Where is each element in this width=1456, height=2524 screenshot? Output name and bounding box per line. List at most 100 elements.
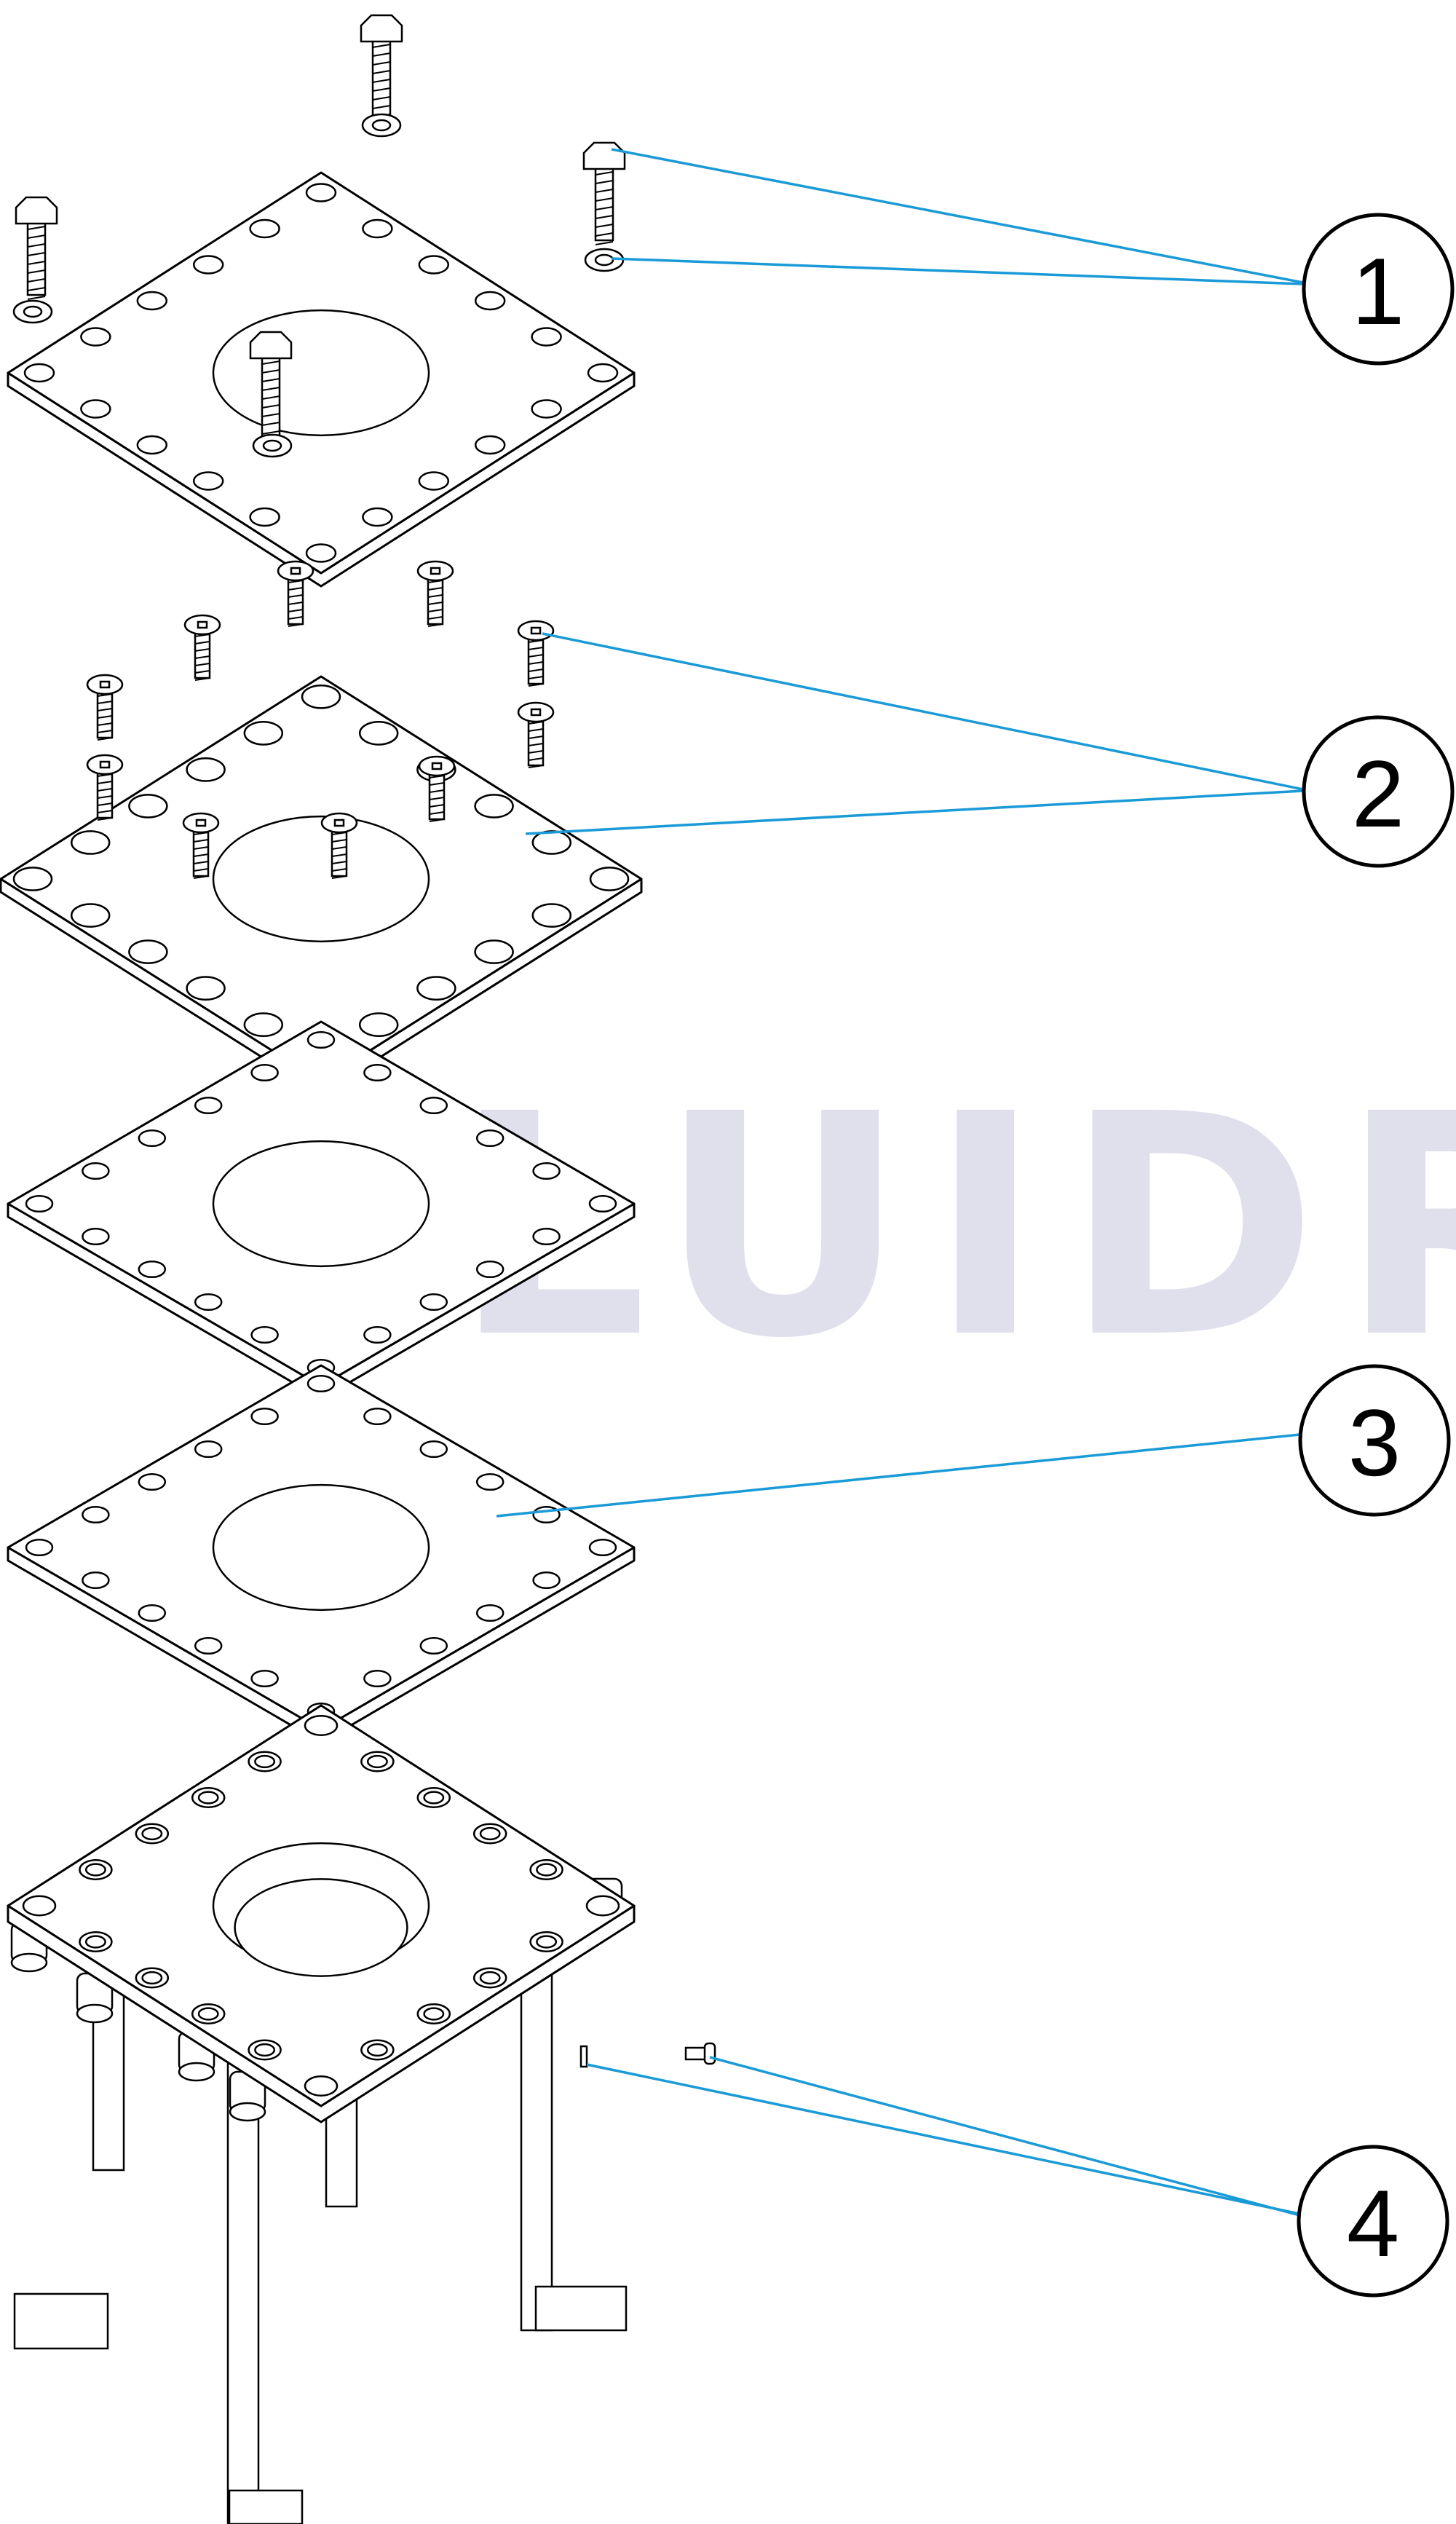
bolt-thread	[372, 96, 391, 100]
bolt-hole	[358, 720, 399, 746]
bolt-thread	[372, 79, 391, 83]
screw-thread	[97, 737, 113, 741]
bolt-hole	[138, 1129, 167, 1148]
bolt-thread	[595, 206, 614, 210]
corner-hole	[589, 867, 630, 891]
screw-thread	[429, 782, 445, 786]
screw-thread	[331, 839, 347, 843]
screw-socket	[430, 567, 441, 575]
bolt-shank	[26, 221, 47, 296]
screw-thread	[97, 701, 113, 704]
bolt-hole	[186, 976, 226, 1001]
screw-thread	[429, 811, 445, 815]
bolt-hole	[250, 1063, 279, 1082]
screw-thread	[97, 788, 113, 792]
corner-hole	[306, 1030, 336, 1049]
leg-stub-end	[10, 1952, 48, 1973]
bolt-hole	[250, 1407, 279, 1426]
callout-1: 1	[1302, 213, 1455, 366]
screw-thread	[194, 655, 210, 659]
bolt-hole	[418, 255, 450, 275]
bolt-hole	[250, 1669, 279, 1688]
bolt-hole	[249, 507, 280, 527]
bolt-hole	[475, 1604, 505, 1622]
bolt-thread	[27, 252, 46, 256]
bolt-hole	[136, 435, 168, 455]
inner-bore	[234, 1878, 408, 1977]
bolt-hole	[363, 1325, 392, 1344]
bolt-hole	[419, 1096, 448, 1115]
screw-socket	[99, 680, 111, 689]
screw-thread	[429, 789, 445, 793]
bolt-hole	[419, 1440, 448, 1459]
bolt-hole	[531, 399, 562, 419]
bolt-thread	[27, 287, 46, 291]
screw-thread	[288, 587, 304, 591]
bolt-hole	[138, 1260, 167, 1279]
leader-4a	[586, 2063, 1300, 2215]
thread-ring	[366, 2043, 388, 2057]
bolt-thread	[27, 226, 46, 230]
bolt-hole	[475, 1260, 505, 1279]
screw-socket	[290, 567, 301, 575]
corner-hole	[587, 363, 619, 383]
bolt-thread	[261, 413, 280, 417]
corner-hole	[306, 1374, 336, 1393]
thread-ring	[423, 1791, 445, 1805]
bolt-hole	[194, 1096, 223, 1115]
bolt-hole	[363, 1669, 392, 1688]
bolt-hole	[531, 903, 572, 928]
screw-socket	[99, 760, 111, 769]
thread-ring	[479, 1971, 501, 1985]
bolt-hole	[532, 1571, 561, 1590]
corner-hole	[304, 1715, 339, 1736]
bolt-hole	[194, 1440, 223, 1459]
bolt-hole	[362, 507, 393, 527]
corner-hole	[588, 1538, 617, 1557]
screw-thread	[528, 661, 544, 665]
bolt-thread	[372, 87, 391, 92]
bolt-hole	[82, 1505, 110, 1524]
screw-thread	[528, 654, 544, 658]
center-bore	[212, 1140, 430, 1268]
screw-thread	[193, 839, 209, 843]
screw-thread	[528, 647, 544, 650]
thread-ring	[479, 1826, 501, 1841]
screw-thread	[528, 757, 544, 761]
thread-ring	[254, 2043, 276, 2057]
callout-4-label: 4	[1347, 2170, 1399, 2276]
bolt-thread	[261, 404, 280, 409]
screw-socket	[431, 762, 443, 770]
bolt-hole	[363, 1063, 392, 1082]
screw-thread	[528, 765, 544, 768]
bolt-hole	[250, 1325, 279, 1344]
center-bore	[212, 1483, 430, 1612]
screw-thread	[427, 609, 443, 612]
screw-thread	[193, 861, 209, 864]
bolt-hole	[80, 399, 111, 419]
callout-4: 4	[1297, 2145, 1449, 2298]
small-screw-parts	[579, 2042, 716, 2068]
thread-ring	[84, 1935, 106, 1949]
thread-ring	[141, 1826, 163, 1841]
bolt-hole	[419, 1293, 448, 1312]
screw-thread	[288, 616, 304, 620]
leg-rod	[520, 1957, 553, 2332]
screw-socket	[197, 620, 208, 629]
bolt-thread	[372, 44, 391, 48]
small-pin	[579, 2045, 588, 2068]
countersunk-screw-set	[86, 560, 555, 879]
bolt-thread	[372, 52, 391, 57]
thread-ring	[197, 2007, 219, 2021]
hex-bolt-set	[12, 14, 626, 458]
center-bore	[212, 815, 430, 943]
corner-hole	[301, 684, 341, 709]
washer-hole	[262, 439, 282, 452]
bolt-thread	[27, 261, 46, 265]
bolt-thread	[27, 278, 46, 283]
bolt-thread	[595, 171, 614, 176]
thread-ring	[197, 1791, 219, 1805]
washer-hole	[594, 253, 614, 267]
bolt-hole	[192, 471, 224, 491]
bolt-thread	[595, 197, 614, 202]
